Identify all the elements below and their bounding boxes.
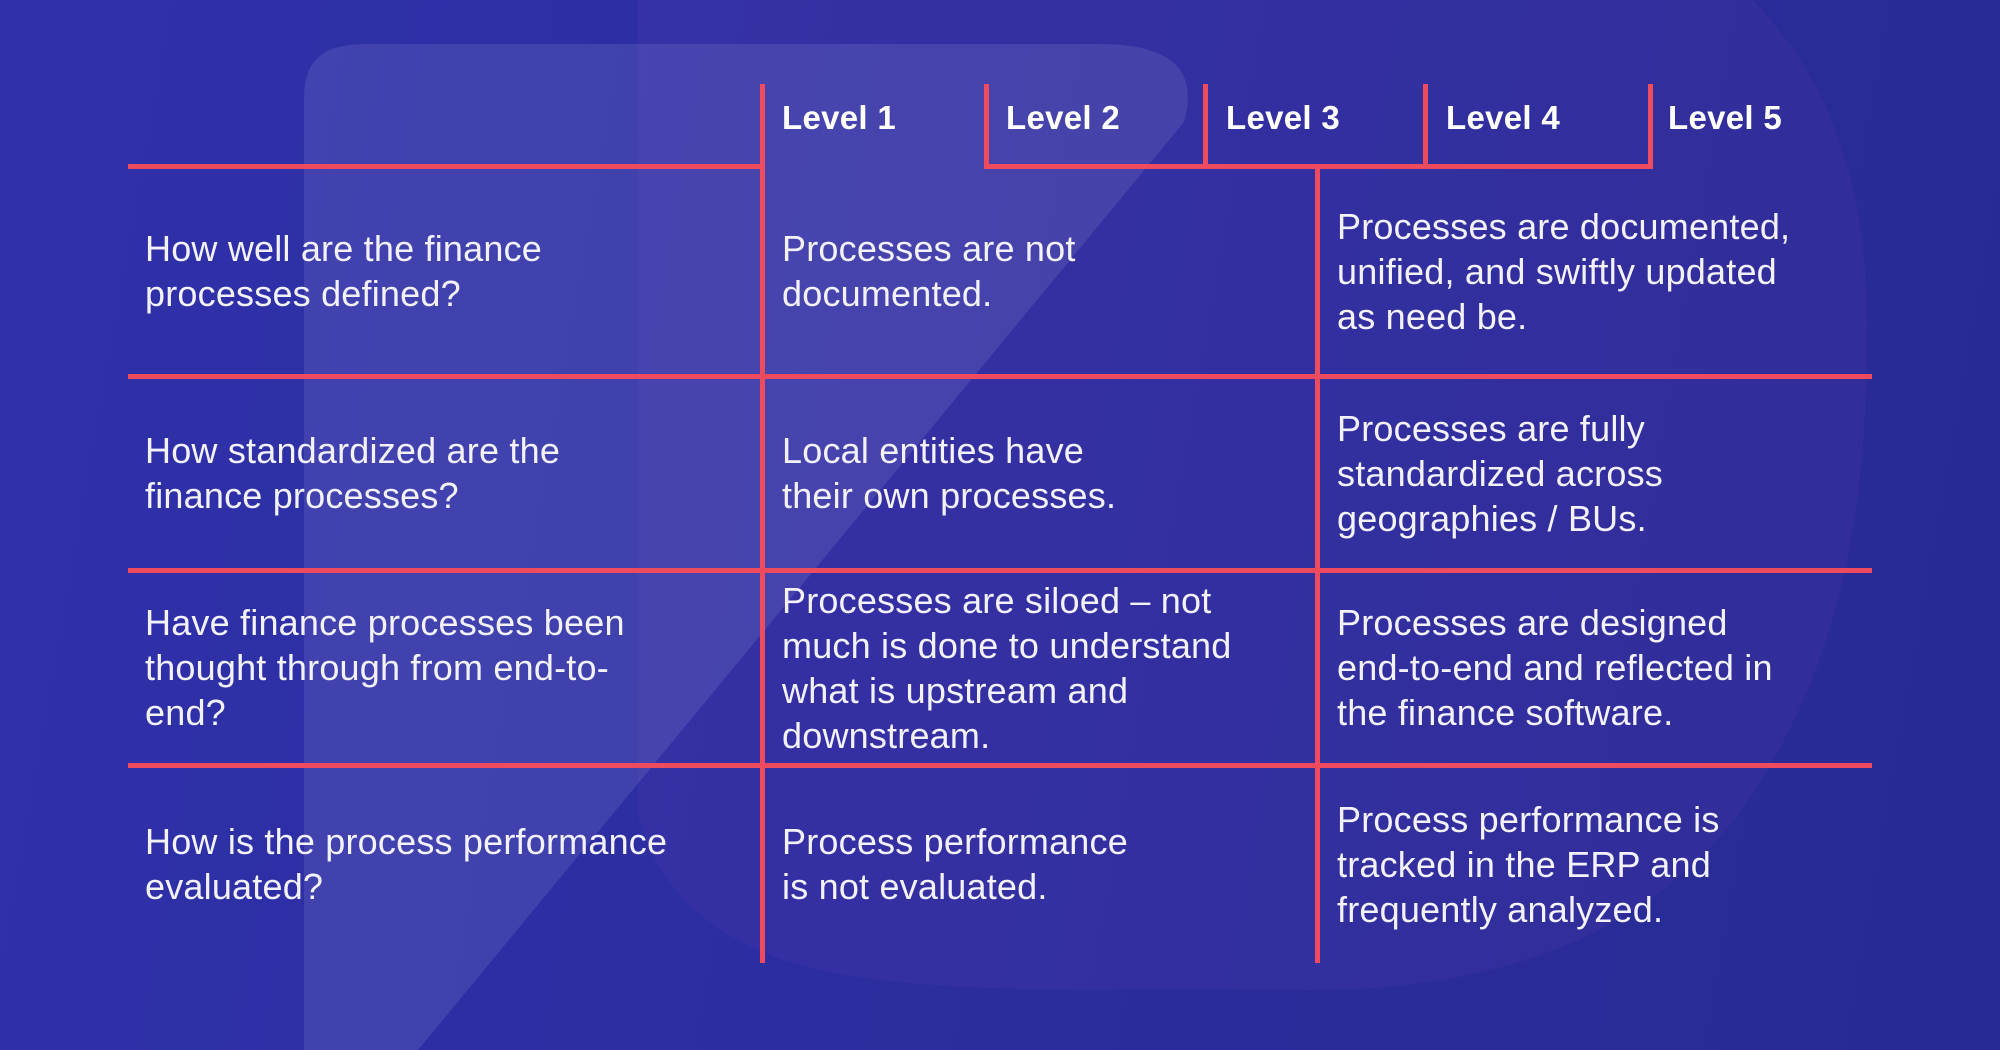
cell-level5-row-2: Processes are fully standardized across … [1337, 407, 1663, 539]
cell-level5-row-3: Processes are designed end-to-end and re… [1337, 602, 1773, 733]
cell-level5-row-4: Process performance is tracked in the ER… [1337, 798, 1720, 930]
grid-hline-header-bracket [984, 164, 1653, 169]
background-light-band-shape [304, 44, 1188, 1050]
cell-question-row-1: How well are the finance processes defin… [145, 228, 543, 314]
column-header-level-2: Level 2 [1006, 99, 1121, 136]
grid-vline-level-3 [1203, 84, 1208, 169]
grid-hline-row-separator-2 [128, 568, 1872, 573]
cell-question-row-2: How standardized are the finance process… [145, 430, 561, 516]
grid-hline-row-separator-3 [128, 763, 1872, 768]
grid-hline-row-separator-1 [128, 374, 1872, 379]
column-header-level-4: Level 4 [1446, 99, 1561, 136]
column-header-level-3: Level 3 [1226, 99, 1341, 136]
grid-vline-level-5 [1648, 84, 1653, 169]
grid-hline-header-left [128, 164, 765, 169]
cell-level1-row-4: Process performance is not evaluated. [782, 821, 1128, 907]
cell-level1-row-3: Processes are siloed – not much is done … [782, 579, 1232, 756]
cell-question-row-4: How is the process performance evaluated… [145, 821, 668, 907]
column-header-level-5: Level 5 [1668, 99, 1783, 136]
cell-level1-row-2: Local entities have their own processes. [782, 430, 1117, 516]
cell-level1-row-1: Processes are not documented. [782, 228, 1076, 314]
cell-question-row-3: Have finance processes been thought thro… [145, 602, 625, 733]
background-blob-shape [638, 0, 1868, 991]
cell-level5-row-1: Processes are documented, unified, and s… [1337, 205, 1791, 337]
grid-vline-column-divider [1315, 166, 1320, 963]
column-header-level-1: Level 1 [782, 99, 897, 136]
grid-vline-level-2 [984, 84, 989, 169]
grid-vline-level-1 [760, 84, 765, 963]
grid-vline-level-4 [1423, 84, 1428, 169]
